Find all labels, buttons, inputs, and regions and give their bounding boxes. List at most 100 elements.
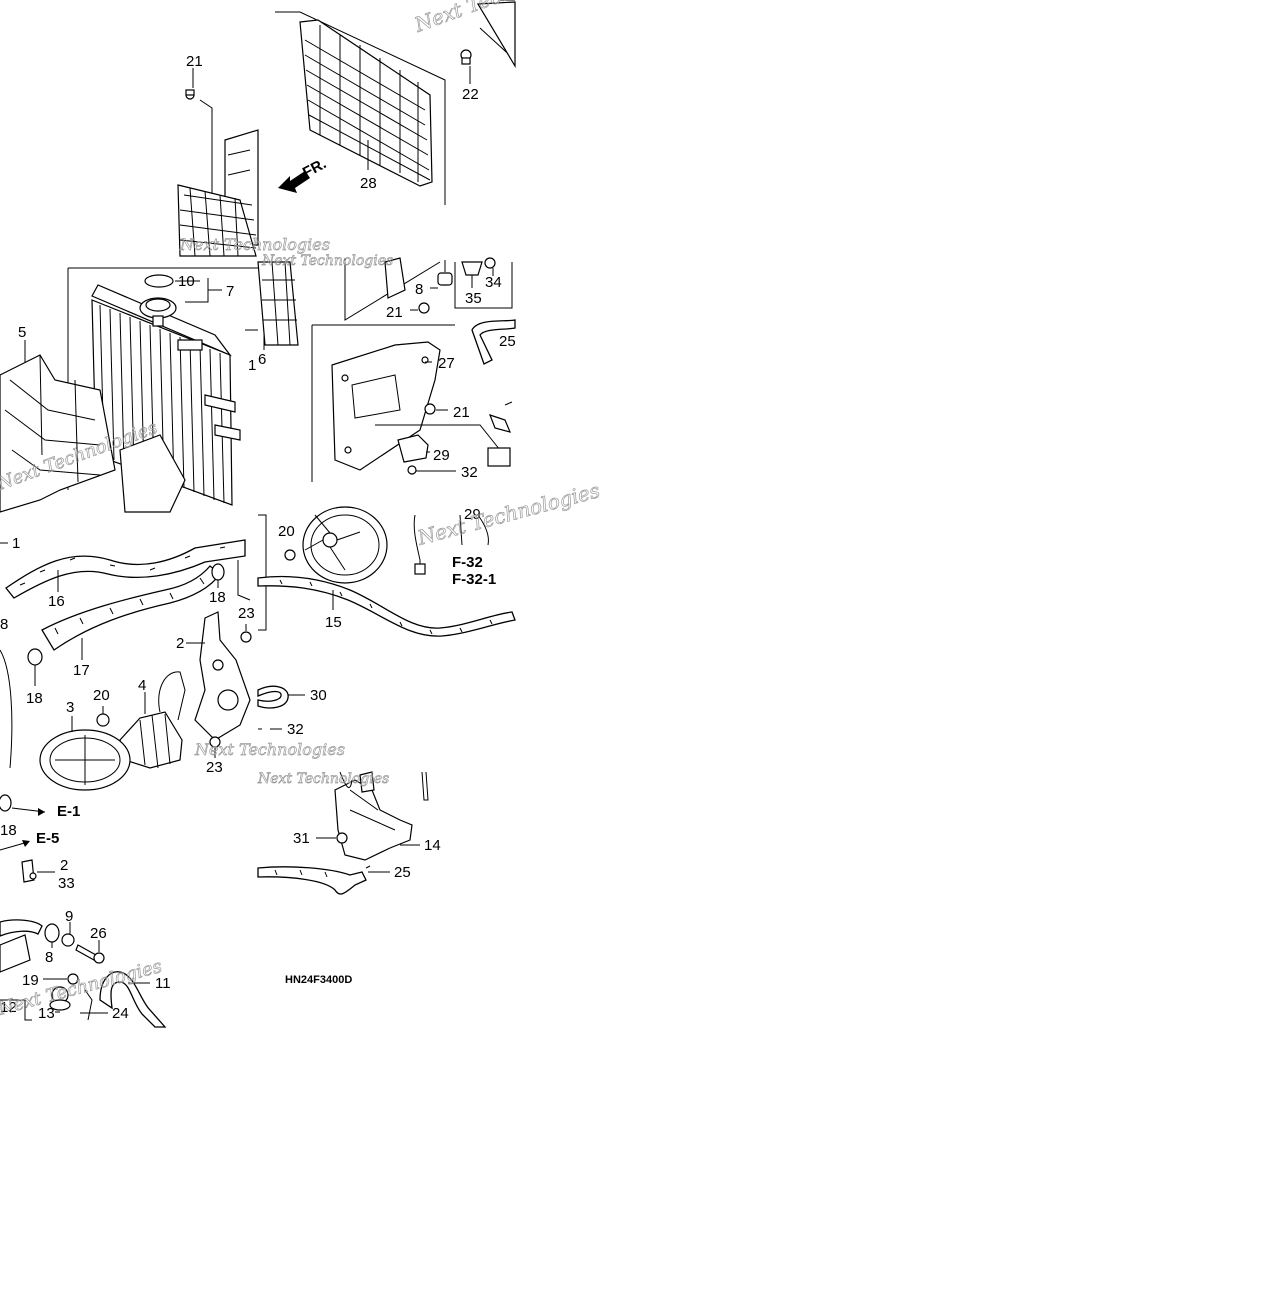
pipe-left: [0, 919, 43, 973]
bolt-21c: [424, 403, 448, 415]
callout-18c: 8: [0, 616, 8, 633]
callout-23b: 23: [206, 759, 223, 776]
callout-9: 9: [65, 908, 73, 925]
callout-33: 33: [58, 875, 75, 892]
bolt-22: [460, 49, 472, 84]
radiator-cap: [139, 297, 177, 327]
fan-motor-4: [119, 671, 186, 769]
callout-19: 19: [22, 972, 39, 989]
grommet-8b: [44, 923, 60, 948]
callout-14: 14: [424, 837, 441, 854]
tile-reserve-tank: 31 14 25 HN24F3400D Next Technologies: [257, 771, 441, 986]
callout-21c: 21: [453, 404, 470, 421]
callout-25a: 25: [499, 333, 516, 350]
callout-5: 5: [18, 324, 26, 341]
watermark-8: Next Technologies: [257, 771, 389, 787]
callout-1x: 1: [248, 357, 256, 374]
bolt-23a: [240, 624, 252, 643]
callout-20a: 20: [93, 687, 110, 704]
ref-f32-1: F-32-1: [452, 571, 496, 588]
grommet-8a: [430, 260, 453, 289]
tile-grille: 22 28 FR. Next Technologies: [275, 0, 596, 205]
ref-f32: F-32: [452, 554, 483, 571]
hose-11: [99, 971, 167, 1028]
watermark-1: Next Technologies: [179, 235, 330, 254]
callout-3: 3: [66, 699, 74, 716]
collar-20a: [96, 706, 110, 727]
callout-13: 13: [38, 1005, 55, 1022]
relay-29: [397, 434, 430, 463]
bolt-21a: [185, 68, 195, 100]
grille-mesh-28: [304, 25, 431, 182]
callout-21a: 21: [186, 53, 203, 70]
callout-7: 7: [226, 283, 234, 300]
tile-radiator: 10 7 5 1 Next Technologies: [0, 267, 258, 513]
hose-15: [257, 575, 516, 637]
front-arrow-icon: [278, 171, 310, 193]
bolt-26: [75, 940, 105, 964]
hose-16: [5, 539, 246, 599]
watermark-5: Next Technologies: [194, 740, 345, 759]
tile-hoses: 1 16 17 18 18 8 23: [0, 535, 345, 791]
shroud: [0, 354, 186, 513]
callout-22: 22: [462, 86, 479, 103]
callout-31: 31: [293, 830, 310, 847]
callout-15: 15: [325, 614, 342, 631]
callout-1: 1: [12, 535, 20, 552]
clamp-18d: [0, 794, 12, 812]
ref-e1: E-1: [57, 803, 80, 820]
callout-24: 24: [112, 1005, 129, 1022]
callout-18a: 18: [209, 589, 226, 606]
clip-34: [484, 257, 496, 276]
cap-seal: [144, 274, 174, 288]
bolt-19: [43, 973, 79, 985]
tile-bottom-left: E-1 18 E-5 2 33 8 9 26: [0, 794, 171, 1028]
callout-32b: 32: [287, 721, 304, 738]
bolt-31: [316, 832, 348, 844]
fan-assembly: [302, 506, 388, 584]
callout-29b: 29: [464, 506, 481, 523]
callout-2a: 2: [176, 635, 184, 652]
tile-top-left: 21 Next Technologies: [177, 53, 330, 257]
callout-16: 16: [48, 593, 65, 610]
callout-35: 35: [465, 290, 482, 307]
diagram-code: HN24F3400D: [285, 974, 352, 986]
callout-23a: 23: [238, 605, 255, 622]
callout-11: 11: [155, 975, 171, 992]
cap-12-13: [0, 986, 71, 1021]
callout-6: 6: [258, 351, 266, 368]
nut-35: [461, 261, 483, 288]
tile-fan-bracket: 6 21 8 35 34 25: [257, 253, 516, 482]
callout-28: 28: [360, 175, 377, 192]
clamp-18b: [27, 648, 43, 686]
pump-cover-2: [194, 611, 251, 741]
callout-8b: 8: [45, 949, 53, 966]
callout-18b: 18: [26, 690, 43, 707]
callout-27: 27: [438, 355, 455, 372]
bolt-21b: [410, 302, 430, 314]
tile-fan-hose: 20 15 29 F-32 F-32-1 30 32 Next Technolo…: [257, 478, 603, 738]
callout-18d: 18: [0, 822, 17, 839]
connector: [487, 401, 513, 467]
callout-34: 34: [485, 274, 502, 291]
callout-30: 30: [310, 687, 327, 704]
callout-10: 10: [178, 273, 195, 290]
callout-20b: 20: [278, 523, 295, 540]
hose-25: [257, 866, 367, 895]
ref-e5: E-5: [36, 830, 59, 847]
fan-mount-plate: [331, 341, 441, 471]
screw-32a: [407, 465, 456, 475]
bolt-23b: [209, 736, 221, 758]
reserve-tank-14: [334, 771, 413, 861]
callout-4: 4: [138, 677, 146, 694]
fan-blade-3: [39, 729, 131, 791]
callout-8a: 8: [415, 281, 423, 298]
callout-26: 26: [90, 925, 107, 942]
callout-29: 29: [433, 447, 450, 464]
hose-17: [41, 565, 221, 651]
callout-12: 12: [0, 999, 17, 1016]
watermark-6: Next Technologies: [414, 478, 602, 550]
callout-25b: 25: [394, 864, 411, 881]
